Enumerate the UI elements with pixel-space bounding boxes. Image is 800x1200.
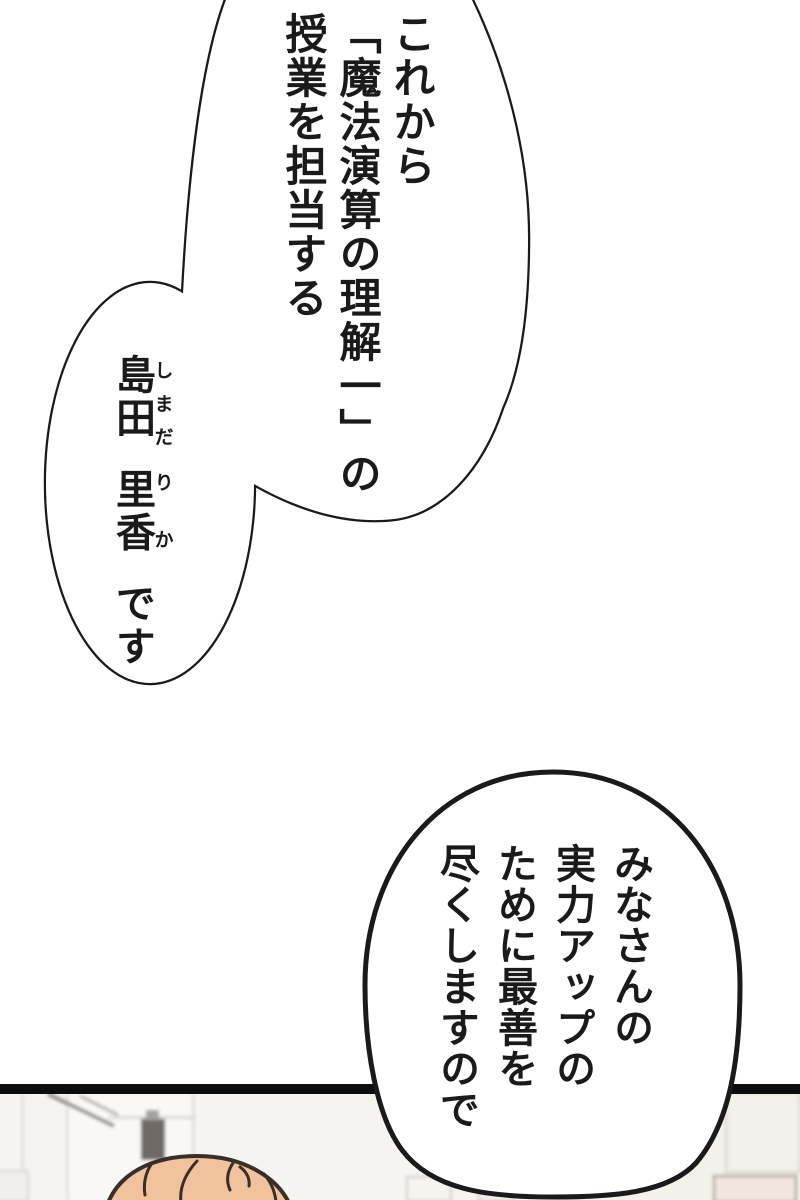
- window-frame: [724, 1090, 800, 1174]
- bubble1-line-2: 「魔法演算の理解一」の: [334, 12, 381, 496]
- bubble1-line-3: 授業を担当する: [280, 12, 327, 320]
- character-head: [107, 1153, 290, 1200]
- bubble1-lower-lobe-fill: [46, 283, 254, 683]
- speech-bubble-1: [43, 0, 531, 686]
- speech-bubble-2: [362, 769, 743, 1200]
- hair-strands: [142, 1159, 278, 1200]
- bubble2-line-2: 実力アップの: [550, 843, 594, 1089]
- name-shimada: 島田: [110, 354, 154, 440]
- bubble2-line-4: 尽くしますので: [434, 843, 478, 1130]
- furigana-rika: りか: [151, 454, 173, 569]
- speaker-name: 島田 しまだ 里香 りか です: [110, 354, 173, 669]
- bubble2-text: みなさんの 実力アップの ために最善を 尽くしますので: [427, 843, 659, 1130]
- door: [141, 1119, 165, 1160]
- name-suffix: です: [110, 582, 154, 669]
- ceiling-beam: [47, 1092, 115, 1128]
- wall-seam: [192, 1094, 195, 1200]
- wall-seam: [66, 1094, 69, 1200]
- window-frame: [0, 1169, 30, 1200]
- window-frame: [405, 1175, 453, 1200]
- bubble1-line-1: これから: [388, 12, 435, 188]
- speaker-name-ruby: 島田 しまだ 里香 りか: [110, 354, 173, 583]
- door-top: [146, 1110, 159, 1120]
- bubble2-line-3: ために最善を: [492, 843, 536, 1089]
- bubble1-upper-lobe-fill: [183, 0, 528, 521]
- bubble2-line-1: みなさんの: [608, 843, 652, 1048]
- name-rika: 里香: [110, 468, 154, 555]
- ceiling-beam: [79, 1094, 119, 1117]
- hair: [107, 1153, 290, 1200]
- bubble1-text: これから 「魔法演算の理解一」の 授業を担当する: [276, 12, 438, 496]
- furigana-shimada: しまだ: [151, 354, 173, 455]
- wall-seam: [21, 1094, 24, 1200]
- notice-board: [712, 1174, 798, 1200]
